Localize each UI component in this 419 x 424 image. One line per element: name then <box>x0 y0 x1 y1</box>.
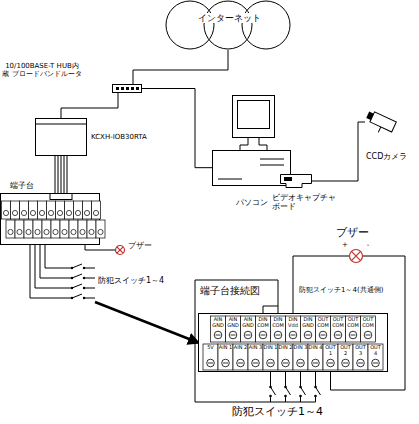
terminal-name: AIN 2 <box>234 345 248 351</box>
terminal-name: DIN Vdd <box>286 317 300 328</box>
switch-wire <box>286 372 316 380</box>
io-unit: KCXH-IOB30RTA <box>35 118 87 156</box>
io-unit-shape <box>35 118 87 156</box>
buzzer-symbol-shape <box>349 249 363 263</box>
terminal-name: DIN 4 <box>309 345 323 351</box>
terminal-name: AIN 3 <box>249 345 263 351</box>
polarity-mark: + <box>341 242 349 250</box>
note-label: 防犯スイッチ1～4(共通側) <box>299 287 399 295</box>
terminal-name: DIN 2 <box>279 345 293 351</box>
switch-wire <box>35 245 60 288</box>
polarity-mark: - <box>364 242 372 250</box>
node-label: 防犯スイッチ1～4 <box>232 406 342 419</box>
terminal-name: DIN GND <box>301 317 315 328</box>
node-label: 端子台接続図 <box>200 285 270 297</box>
personal-computer-shape <box>212 95 292 187</box>
terminal-name: OUT 2 <box>339 345 353 356</box>
node-label: 10/100BASE-T HUB内蔵 ブロードバンドルータ <box>2 62 82 78</box>
buzzer-symbol: ブザー <box>115 245 125 255</box>
cable-line <box>293 256 349 313</box>
terminal-name: OUT 3 <box>354 345 368 356</box>
capture-board-shape <box>280 174 312 188</box>
terminal-name: AIN GND <box>211 317 225 328</box>
security-switches-shape <box>60 262 95 302</box>
node-label: パソコン <box>236 198 276 207</box>
cable-line <box>312 122 365 181</box>
common-wire <box>195 280 316 402</box>
terminal-block-shape <box>0 193 100 245</box>
wires <box>35 156 405 402</box>
node-label: インターネット <box>192 13 266 23</box>
terminal-name: OUT 1 <box>324 345 338 356</box>
internet-cloud-shape <box>163 0 293 50</box>
cable-line <box>142 89 212 168</box>
terminal-name: DIN COM <box>256 317 270 328</box>
personal-computer: パソコン <box>212 95 292 187</box>
terminal-name: AIN GND <box>226 317 240 328</box>
terminal-name: OUT COM <box>316 317 330 328</box>
terminal-name: OUT COM <box>361 317 375 328</box>
buzzer-wire <box>331 256 406 390</box>
terminal-name: DIN 3 <box>294 345 308 351</box>
flow-arrow <box>95 302 198 343</box>
router-shape <box>112 84 142 93</box>
node-label: KCXH-IOB30RTA <box>91 133 171 141</box>
node-label: 防犯スイッチ1～4 <box>98 276 178 285</box>
terminal-block: 端子台 <box>0 193 100 245</box>
cable-line <box>133 50 228 84</box>
node-label: CCDカメラ <box>366 152 416 161</box>
terminal-name: DIN 1 <box>264 345 278 351</box>
terminal-name: OUT 4 <box>369 345 383 356</box>
node-label: ブザー <box>336 227 376 240</box>
buzzer-symbol-shape <box>115 245 125 255</box>
terminal-name: OUT COM <box>331 317 345 328</box>
internet-cloud: インターネット <box>163 0 293 50</box>
buzzer-symbol: ブザー <box>349 249 363 263</box>
cable-line <box>270 372 271 380</box>
ccd-camera-shape <box>365 110 400 135</box>
cable-line <box>61 156 62 193</box>
terminal-name: AIN GND <box>241 317 255 328</box>
capture-board: ビデオキャプチャ ボード <box>280 174 312 188</box>
terminal-name: AIN 1 <box>219 345 233 351</box>
router: 10/100BASE-T HUB内蔵 ブロードバンドルータ <box>112 84 142 93</box>
terminal-name: OUT COM <box>346 317 360 328</box>
security-switches: 防犯スイッチ1～4 <box>60 262 95 302</box>
cable-line <box>30 245 60 298</box>
terminal-name: 5V <box>204 345 218 351</box>
node-label: ブザー <box>128 241 158 250</box>
node-label: 端子台 <box>10 181 40 190</box>
security-switches-shape <box>262 380 324 402</box>
terminal-name: DIN COM <box>271 317 285 328</box>
ribbon-cable <box>55 156 67 193</box>
node-label: ビデオキャプチャ ボード <box>272 193 340 211</box>
cable-line <box>85 245 115 250</box>
ccd-camera: CCDカメラ <box>365 110 400 135</box>
cable-line <box>61 93 118 118</box>
security-switches: 防犯スイッチ1～4 <box>262 380 324 402</box>
